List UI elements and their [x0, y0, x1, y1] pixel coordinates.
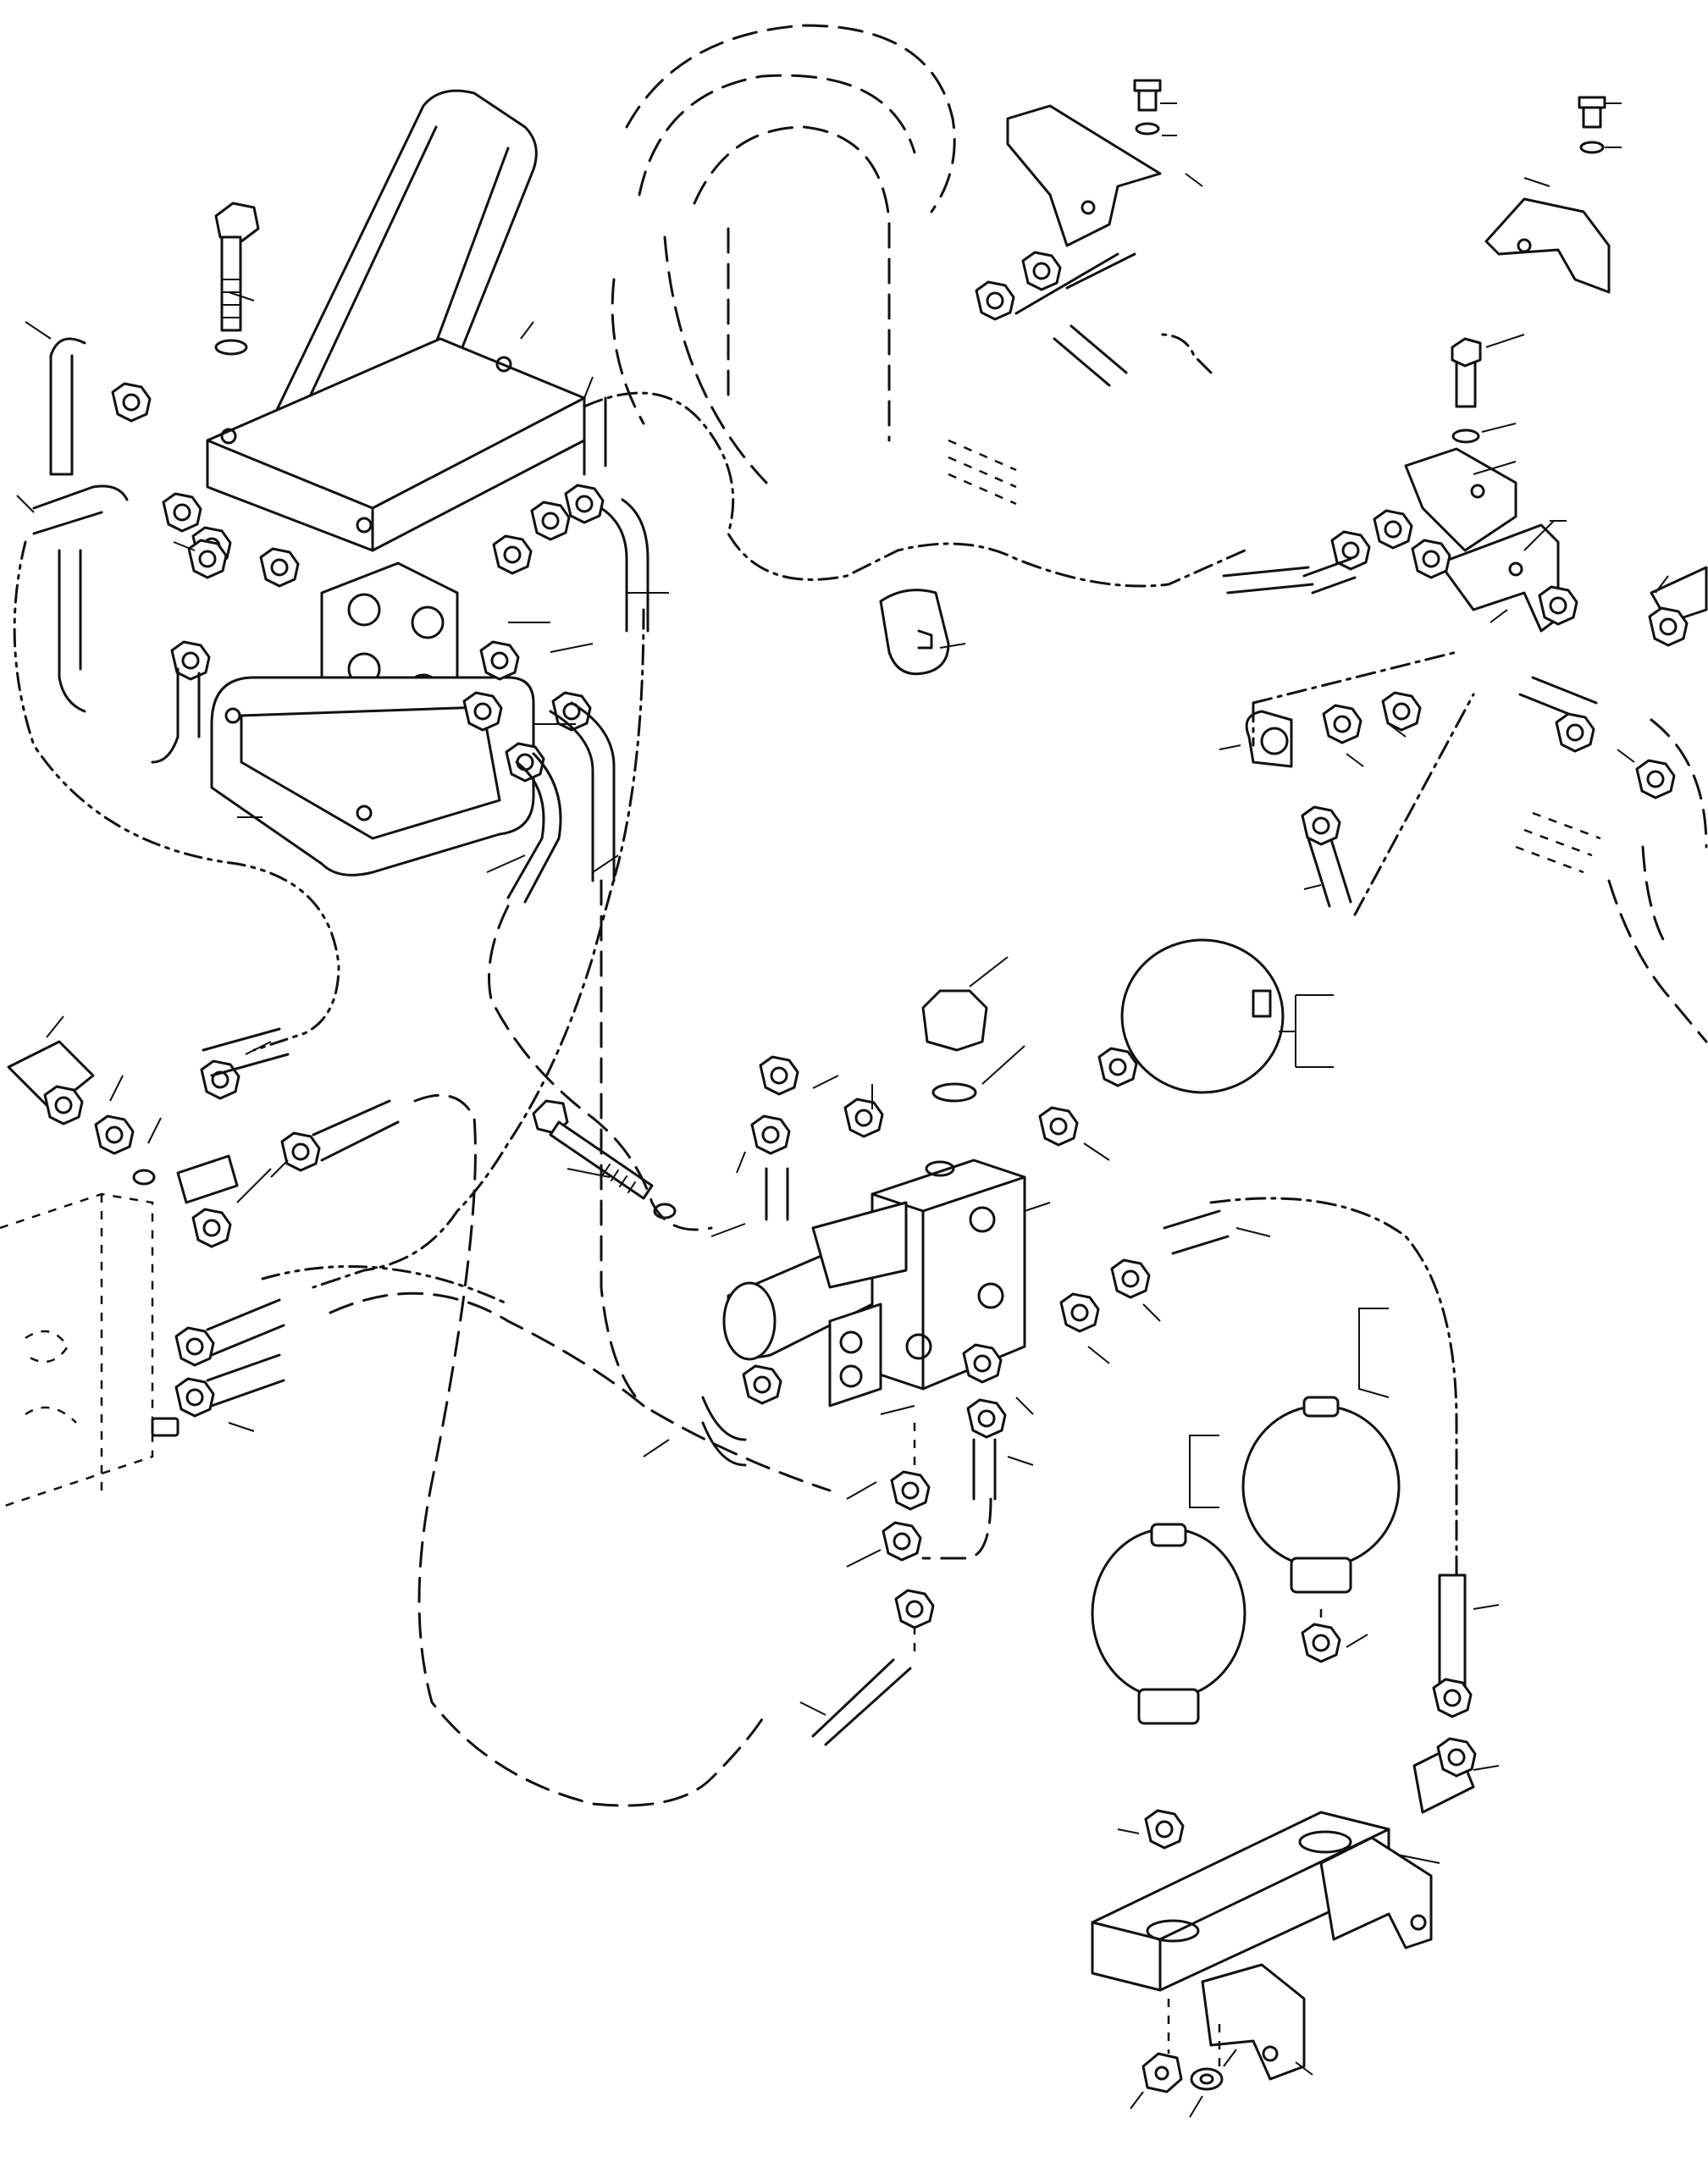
brake-pedal-valve [16, 89, 669, 904]
accumulators [1091, 1308, 1500, 1850]
valve-base-plate [210, 676, 535, 877]
accumulator-mounting-bracket [1091, 1811, 1440, 2118]
accumulator-top [1120, 938, 1285, 1094]
left-housing-connections [0, 1015, 400, 1509]
bolt [214, 202, 260, 356]
control-valve-block [532, 938, 1334, 1746]
brake-lines [13, 333, 1458, 1807]
mounting-bracket-right [1484, 197, 1611, 294]
valve-top-plate [206, 337, 586, 552]
mounting-bracket-left [1006, 104, 1162, 247]
axle-brake-connections [611, 24, 1708, 1043]
hose-clip [879, 589, 950, 676]
